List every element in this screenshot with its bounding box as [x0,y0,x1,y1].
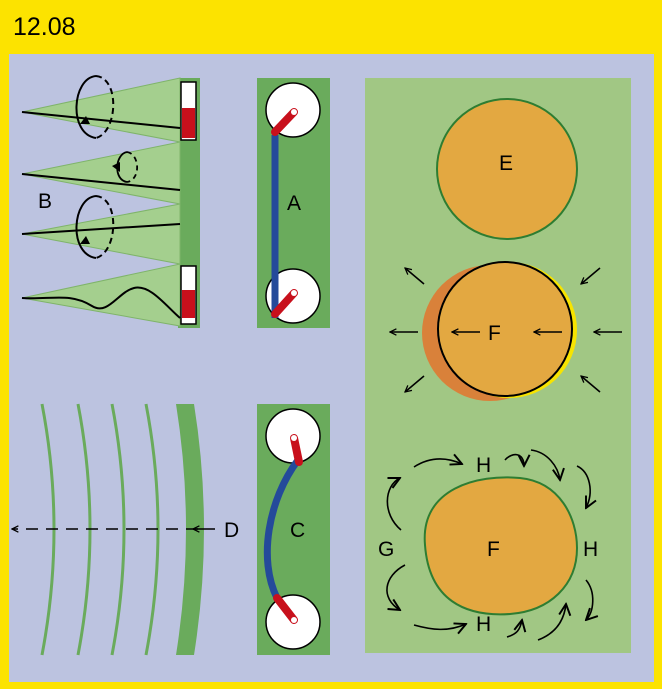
cone-3-line [21,223,181,235]
label-h-top: H [476,454,491,477]
red-tube-top [180,81,197,141]
pin-bottom-c [291,617,297,623]
right-panel: E F F G H H H [365,78,631,653]
label-g: G [378,538,394,561]
pin-top [291,109,297,115]
label-c: C [290,519,305,542]
cone-2 [21,141,181,205]
cone-1 [21,77,181,143]
crank-top [271,108,298,136]
rotation-arrow-1 [75,75,115,139]
cell-f-bottom [423,476,579,616]
label-f-top: F [488,322,501,345]
flow-arrows [386,449,593,641]
rotation-arrow-2 [112,151,139,183]
pin-bottom [291,290,297,296]
cell-e [436,98,578,240]
red-tube-bottom [180,265,197,325]
label-h-bottom: H [476,613,491,636]
crank-top-c [290,434,303,466]
crank-bottom-c [273,594,298,624]
fiber-blue-curved [263,457,301,600]
crank-bottom [271,289,298,318]
label-a: A [287,192,301,215]
pin-top-c [291,435,297,441]
figure-number: 12.08 [13,13,76,41]
panel-c: C [257,404,330,655]
motion-arrows [390,268,622,392]
label-b: B [38,190,52,213]
label-e: E [499,152,513,175]
panel-b: B [21,75,200,328]
rotation-arrow-3 [75,195,115,259]
cone-2-line [21,173,181,191]
label-f-bottom: F [487,538,500,561]
label-d: D [224,519,239,542]
label-h-right: H [583,538,598,561]
panel-d: D [12,403,239,656]
cone-3 [21,203,181,265]
cell-f [437,261,573,397]
cone-4 [21,263,181,327]
panel-a: A [257,78,330,328]
cone-4-wave [21,286,181,319]
wavefront-3 [110,403,126,656]
cone-1-line [21,111,181,129]
